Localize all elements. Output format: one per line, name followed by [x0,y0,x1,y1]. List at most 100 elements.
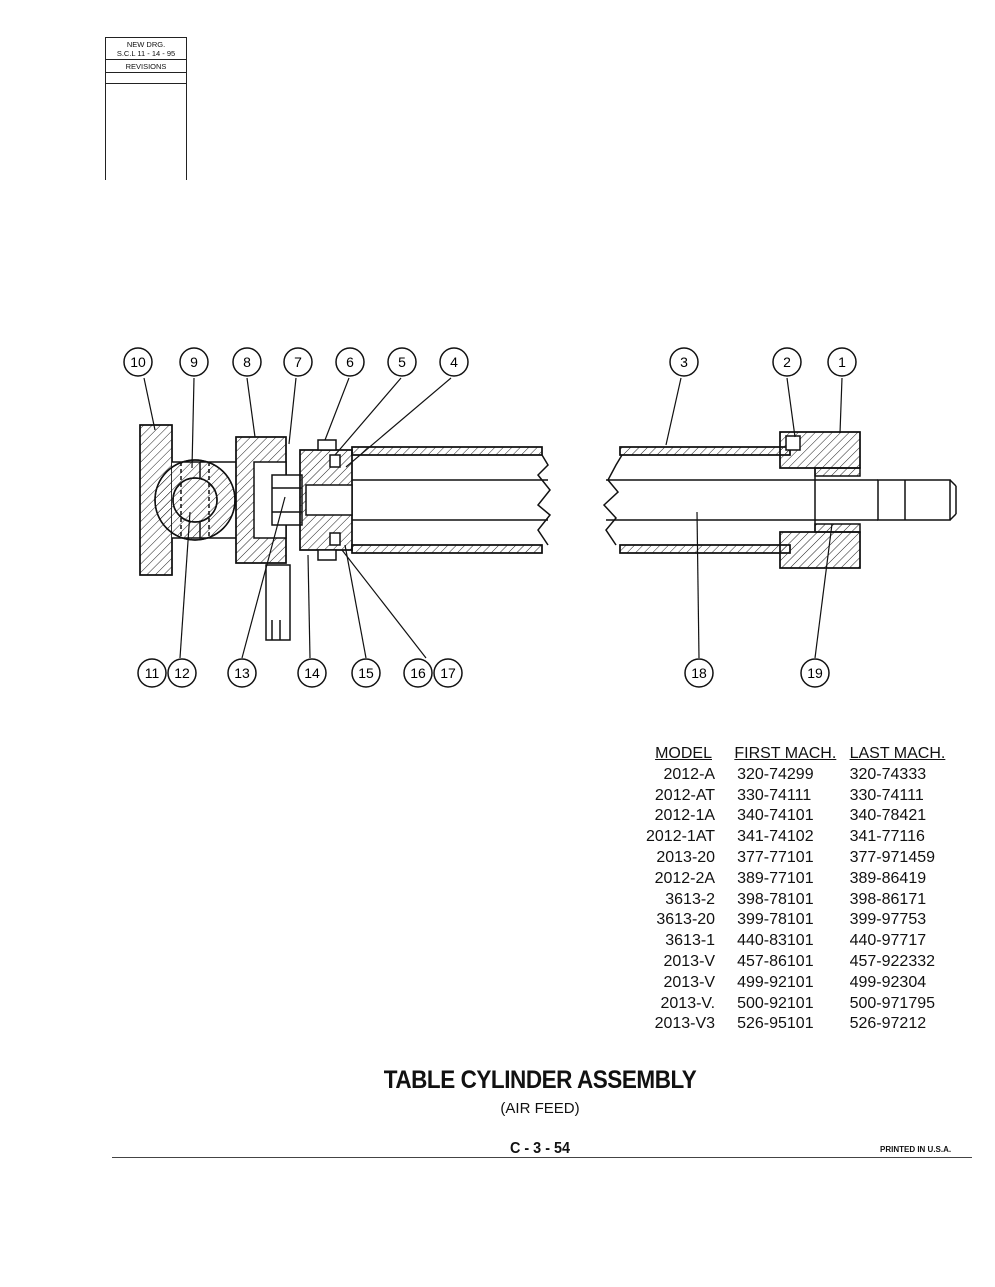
callout-5: 5 [387,347,417,377]
revision-date: S.C.L 11 - 14 - 95 [116,49,176,58]
header-last-mach: LAST MACH. [849,745,946,762]
callout-4: 4 [439,347,469,377]
cell-model: 3613-20 [656,911,716,929]
cell-first-mach: 499-92101 [737,973,814,991]
callout-18: 18 [684,658,714,688]
cell-model: 2013-V [663,973,716,991]
table-row: 2012-1AT 341-74102 341-77116 [640,827,951,848]
cell-model: 2013-V. [660,994,716,1012]
cell-model: 3613-1 [665,932,716,950]
cell-model: 2012-A [663,765,716,783]
svg-text:2: 2 [783,354,791,370]
svg-text:19: 19 [807,665,823,681]
model-serial-table: MODEL FIRST MACH. LAST MACH. 2012-A 320-7… [640,744,951,1035]
leader-lines [143,377,843,659]
cell-model: 2012-1AT [646,828,716,846]
cell-last-mach: 398-86171 [849,890,927,908]
callout-balloons: 10 9 8 7 6 5 4 3 2 1 11 12 13 14 15 16 1… [123,347,857,688]
cell-model: 2013-V3 [654,1015,716,1033]
cell-model: 2012-2A [654,869,716,887]
cell-first-mach: 457-86101 [737,952,814,970]
cell-model: 2013-20 [656,848,716,866]
table-row: 3613-2 398-78101 398-86171 [640,890,951,911]
svg-text:18: 18 [691,665,707,681]
cell-model: 3613-2 [665,890,716,908]
cell-first-mach: 440-83101 [737,932,814,950]
cell-last-mach: 340-78421 [849,807,927,825]
callout-15: 15 [351,658,381,688]
callout-3: 3 [669,347,699,377]
svg-text:5: 5 [398,354,406,370]
revision-block: NEW DRG. S.C.L 11 - 14 - 95 REVISIONS [105,37,187,180]
callout-9: 9 [179,347,209,377]
cell-first-mach: 340-74101 [737,807,814,825]
page-subtitle: (AIR FEED) [500,1100,580,1117]
cell-last-mach: 526-97212 [849,1015,927,1033]
header-model: MODEL [655,745,712,762]
callout-12: 12 [167,658,197,688]
svg-text:1: 1 [838,354,846,370]
revision-new-drawing: NEW DRG. [126,40,166,49]
cell-last-mach: 399-97753 [849,911,927,929]
cell-model: 2013-V [663,952,716,970]
svg-text:3: 3 [680,354,688,370]
table-row: 2013-20 377-77101 377-971459 [640,848,951,869]
footer-rule [112,1157,972,1158]
callout-16: 16 [403,658,433,688]
cylinder-assembly-drawing: 10 9 8 7 6 5 4 3 2 1 11 12 13 14 15 16 1… [123,347,957,688]
cell-last-mach: 389-86419 [849,869,927,887]
cell-last-mach: 341-77116 [849,828,925,846]
revisions-label: REVISIONS [106,60,186,73]
table-row: 2012-AT 330-74111 330-74111 [640,786,951,807]
cell-last-mach: 499-92304 [849,973,927,991]
callout-17: 17 [433,658,463,688]
svg-text:14: 14 [304,665,320,681]
right-assembly [602,431,957,569]
callout-7: 7 [283,347,313,377]
svg-text:12: 12 [174,665,190,681]
cell-first-mach: 398-78101 [737,890,814,908]
left-assembly [139,424,552,641]
callout-6: 6 [335,347,365,377]
svg-text:13: 13 [234,665,250,681]
table-row: 3613-1 440-83101 440-97717 [640,931,951,952]
svg-text:4: 4 [450,354,458,370]
svg-text:7: 7 [294,354,302,370]
cell-first-mach: 330-74111 [737,786,812,804]
cell-model: 2012-AT [654,786,716,804]
cell-first-mach: 320-74299 [737,765,814,783]
cell-first-mach: 341-74102 [737,828,814,846]
cell-first-mach: 377-77101 [737,848,814,866]
callout-14: 14 [297,658,327,688]
svg-text:9: 9 [190,354,198,370]
callout-1: 1 [827,347,857,377]
cell-last-mach: 500-971795 [849,994,936,1012]
table-row: 2013-V 499-92101 499-92304 [640,973,951,994]
page-number: C - 3 - 54 [509,1140,571,1157]
cell-last-mach: 330-74111 [849,786,924,804]
page-title: TABLE CYLINDER ASSEMBLY [383,1066,697,1094]
svg-text:16: 16 [410,665,426,681]
table-header-row: MODEL FIRST MACH. LAST MACH. [640,744,951,765]
cell-model: 2012-1A [654,807,716,825]
svg-text:8: 8 [243,354,251,370]
callout-11: 11 [137,658,167,688]
header-first-mach: FIRST MACH. [734,745,837,762]
cell-last-mach: 457-922332 [849,952,936,970]
revision-row [106,73,186,84]
callout-2: 2 [772,347,802,377]
printed-in-label: PRINTED IN U.S.A. [880,1145,952,1154]
svg-text:15: 15 [358,665,374,681]
svg-text:17: 17 [440,665,456,681]
cell-last-mach: 440-97717 [849,932,927,950]
cell-last-mach: 377-971459 [849,848,936,866]
cell-first-mach: 500-92101 [737,994,814,1012]
table-row: 2013-V. 500-92101 500-971795 [640,994,951,1015]
callout-10: 10 [123,347,153,377]
cell-first-mach: 399-78101 [737,911,814,929]
svg-text:6: 6 [346,354,354,370]
